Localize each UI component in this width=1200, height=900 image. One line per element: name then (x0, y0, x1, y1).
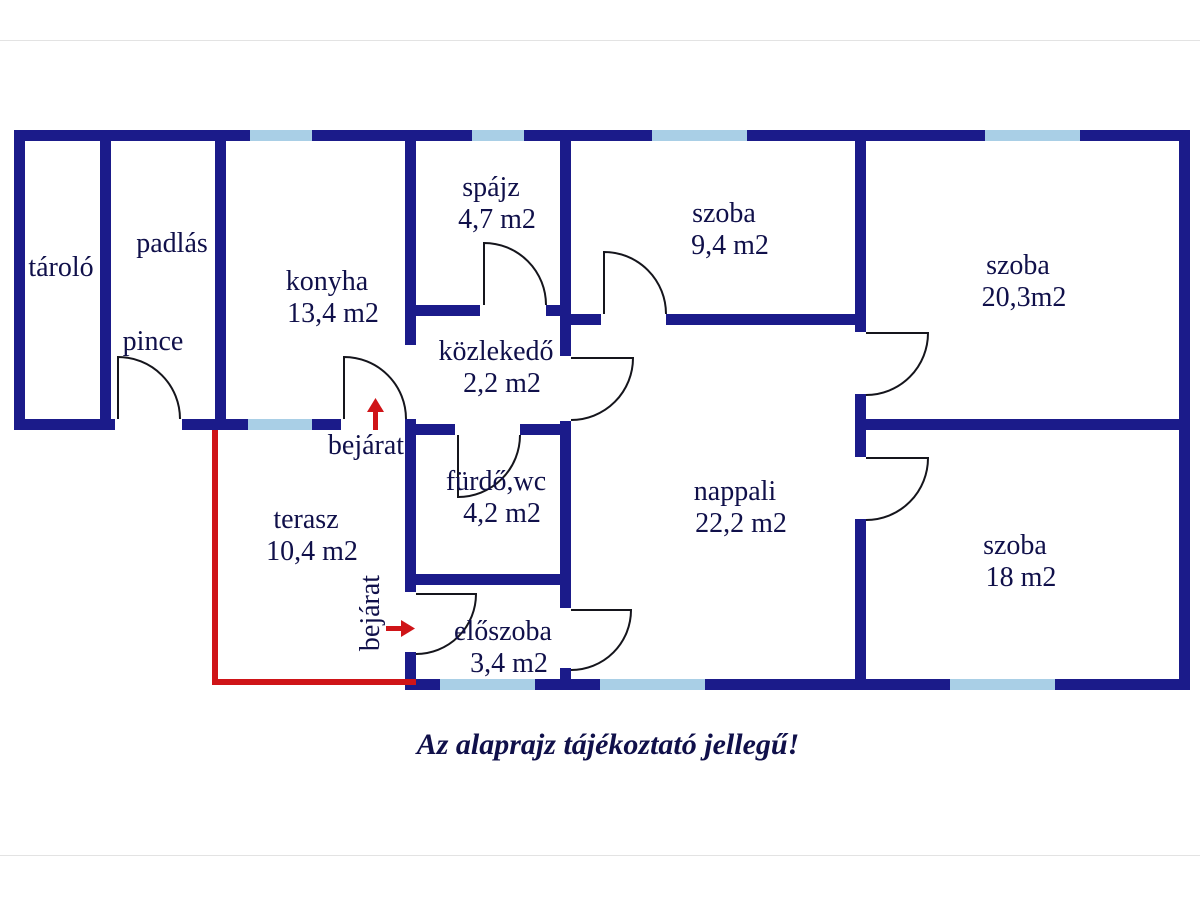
window-konyha-top (250, 130, 312, 141)
entrance-text: bejárat (355, 574, 386, 652)
room-name: nappali (693, 476, 777, 507)
frame-line-top (0, 40, 1200, 41)
room-name: közlekedő (438, 336, 554, 367)
room-name: terasz (273, 504, 339, 535)
room-label-szoba-94: szoba 9,4 m2 (679, 198, 769, 262)
window-eloszoba-bottom (440, 679, 535, 690)
door-furdo (457, 434, 521, 499)
frame-line-bottom (0, 855, 1200, 856)
room-label-padlas: padlás (136, 228, 208, 260)
room-name: konyha (285, 266, 369, 297)
door-eloszoba-nappali (570, 609, 633, 671)
terrace-outline (212, 430, 416, 685)
disclaimer-caption: Az alaprajz tájékoztató jellegű! (416, 728, 800, 761)
room-name: tároló (28, 252, 94, 283)
room-area: 9,4 m2 (691, 229, 769, 261)
window-szoba203-top (985, 130, 1080, 141)
room-label-konyha: konyha 13,4 m2 (275, 266, 379, 330)
room-area: 4,7 m2 (458, 203, 536, 235)
entrance-label-top: bejárat (328, 430, 404, 462)
doors (117, 241, 930, 671)
room-area: 2,2 m2 (463, 367, 541, 399)
room-label-kozlekedo: közlekedő 2,2 m2 (438, 336, 553, 400)
room-label-tarolo: tároló (28, 252, 93, 284)
room-label-nappali: nappali 22,2 m2 (683, 476, 787, 540)
door-szoba94 (603, 250, 667, 315)
room-name: előszoba (454, 616, 552, 647)
window-konyha-terasz (248, 419, 312, 430)
room-area: 4,2 m2 (463, 497, 541, 529)
walls (14, 130, 1190, 690)
door-szoba203 (865, 332, 930, 396)
room-name: spájz (462, 172, 520, 203)
room-area: 3,4 m2 (470, 647, 548, 679)
room-name: szoba (983, 530, 1047, 561)
room-name: szoba (692, 198, 756, 229)
room-label-furdo-wc: fürdő,wc 4,2 m2 (446, 466, 546, 530)
entrance-arrow-right-icon (386, 620, 415, 637)
room-area: 18 m2 (985, 561, 1057, 593)
room-label-szoba-18: szoba 18 m2 (974, 530, 1057, 594)
door-konyha-entrance (343, 355, 407, 420)
room-label-szoba-203: szoba 20,3m2 (970, 250, 1067, 314)
room-name: padlás (136, 228, 208, 259)
entrance-arrow-up-icon (367, 398, 384, 430)
window-spajz-top (472, 130, 524, 141)
room-area: 13,4 m2 (287, 297, 379, 329)
window-szoba18-bottom (950, 679, 1055, 690)
room-label-terasz: terasz 10,4 m2 (254, 504, 358, 568)
door-kozlekedo-nappali (570, 357, 635, 421)
door-szoba18 (865, 457, 930, 521)
room-label-eloszoba: előszoba 3,4 m2 (454, 616, 552, 680)
room-area: 10,4 m2 (266, 535, 358, 567)
room-label-pince: pince (123, 326, 184, 358)
room-name: pince (122, 326, 184, 357)
windows (248, 130, 1080, 690)
entrance-label-side: bejárat (355, 575, 387, 651)
door-eloszoba-entrance (415, 593, 478, 655)
window-szoba94-top (652, 130, 747, 141)
entrance-text: bejárat (327, 430, 405, 461)
room-label-spajz: spájz 4,7 m2 (446, 172, 536, 236)
door-spajz (483, 241, 547, 306)
room-area: 20,3m2 (981, 281, 1067, 313)
room-name: fürdő,wc (445, 466, 547, 497)
door-pince (117, 355, 181, 420)
window-nappali-bottom (600, 679, 705, 690)
room-area: 22,2 m2 (695, 507, 787, 539)
room-name: szoba (986, 250, 1050, 281)
